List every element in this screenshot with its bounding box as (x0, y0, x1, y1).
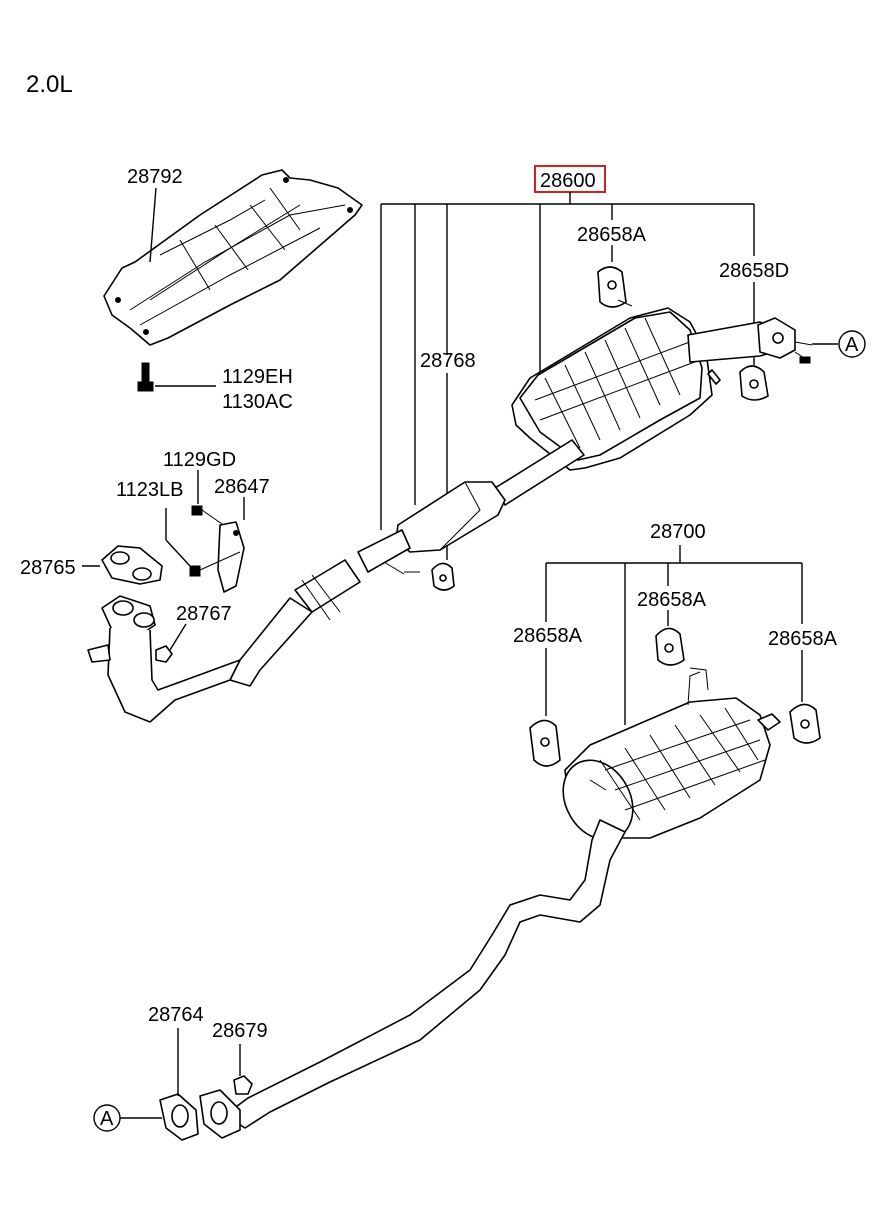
heat-shield[interactable] (103, 169, 363, 346)
label-28658A-top: 28658A (577, 224, 647, 246)
catalytic-converter-pipe[interactable] (229, 439, 585, 687)
hanger-28658A-top[interactable] (597, 266, 633, 308)
gasket-28765[interactable] (101, 545, 163, 585)
hanger-28658A-left[interactable] (529, 719, 561, 767)
label-1129GD: 1129GD (163, 449, 236, 471)
hanger-28768[interactable] (431, 562, 455, 591)
label-28700[interactable]: 28700 (650, 521, 706, 543)
engine-label: 2.0L (26, 71, 73, 98)
rear-muffler[interactable] (549, 671, 781, 852)
nut-28679[interactable] (233, 1075, 253, 1095)
flange-pipe[interactable] (199, 1089, 241, 1139)
label-28679: 28679 (212, 1020, 268, 1042)
label-1130AC: 1130AC (222, 391, 293, 413)
connector-a-right-label: A (845, 334, 859, 356)
connector-a-left-label: A (100, 1108, 114, 1130)
center-muffler[interactable] (511, 307, 813, 471)
hanger-28658A-right[interactable] (789, 703, 821, 744)
tail-pipe[interactable] (224, 819, 626, 1129)
label-28600[interactable]: 28600 (540, 170, 596, 192)
label-28765: 28765 (20, 557, 76, 579)
label-28768: 28768 (420, 350, 476, 372)
label-28792: 28792 (127, 166, 183, 188)
shield-bolt[interactable] (137, 362, 154, 392)
label-28764: 28764 (148, 1004, 204, 1026)
front-pipe[interactable] (87, 595, 241, 723)
nut-28767[interactable] (155, 645, 173, 663)
label-28658A-right: 28658A (768, 628, 838, 650)
connector-a-right[interactable] (838, 330, 866, 358)
connector-a-left[interactable] (93, 1104, 121, 1132)
label-1129EH: 1129EH (222, 366, 293, 388)
hanger-28658A-mid[interactable] (655, 627, 709, 691)
label-28767: 28767 (176, 603, 232, 625)
bracket-28647[interactable] (217, 521, 245, 593)
bolt-1129GD[interactable] (191, 505, 223, 525)
label-28658A-left: 28658A (513, 625, 583, 647)
label-28658A-mid: 28658A (637, 589, 707, 611)
hanger-28658D[interactable] (739, 365, 769, 401)
bolt-1123LB[interactable] (189, 551, 241, 577)
label-1123LB: 1123LB (116, 479, 183, 501)
label-28647: 28647 (214, 476, 270, 498)
label-28658D: 28658D (719, 260, 789, 282)
gasket-28764[interactable] (159, 1093, 199, 1141)
